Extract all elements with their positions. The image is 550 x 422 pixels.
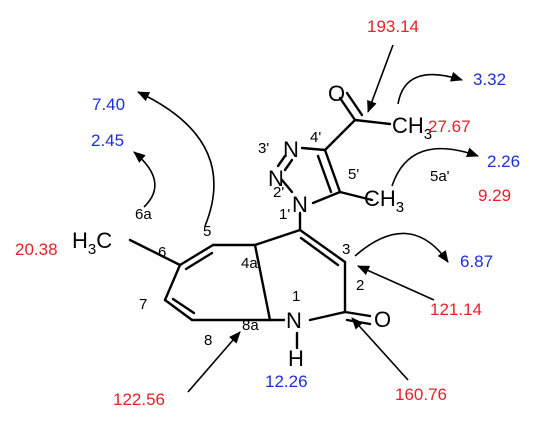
shift-h-7-40: 7.40 (92, 95, 125, 114)
shift-c-121-14: 121.14 (430, 300, 482, 319)
arrow-193-to-acyl (367, 44, 394, 113)
shift-c-193-14: 193.14 (367, 17, 419, 36)
pos-5ap: 5a' (430, 168, 450, 185)
bond-c6-c7 (163, 263, 182, 302)
atom-o-ring: O (374, 307, 391, 332)
triazole-ring (276, 91, 392, 205)
shift-c-122-56: 122.56 (113, 390, 165, 409)
bond-c4a-c4 (253, 228, 302, 247)
shift-c-20-38: 20.38 (15, 240, 58, 259)
bond-n1p-n2p (280, 178, 294, 194)
bond-c4p-acyl (323, 118, 357, 152)
bond-acyl-ch3 (353, 118, 392, 126)
arrow-122-to-c8a (187, 331, 241, 393)
pos-1p: 1' (279, 206, 290, 223)
pos-6: 6 (158, 244, 166, 261)
bond-c4p-c5p-double (316, 154, 333, 194)
bond-c7-c8 (163, 298, 194, 322)
atom-n1: N (286, 308, 302, 333)
arrow-121-to-c3 (357, 265, 435, 301)
pos-2: 2 (356, 277, 364, 294)
pos-8a: 8a (242, 317, 259, 334)
pos-7: 7 (139, 296, 147, 313)
pos-5p: 5' (348, 166, 359, 183)
bond-c2-o (343, 310, 372, 318)
atom-h1: H (288, 346, 304, 371)
carbon-shifts: 193.14 27.67 9.29 20.38 121.14 160.76 12… (15, 17, 511, 409)
atom-o-acetyl: O (328, 81, 345, 106)
pos-3: 3 (342, 241, 350, 258)
atom-n3p: N (283, 137, 299, 162)
shift-c-9-29: 9.29 (478, 186, 511, 205)
arrow-6a-to-2-45 (133, 151, 156, 208)
bond-acyl-o (338, 96, 357, 122)
shift-c-160-76: 160.76 (395, 385, 447, 404)
atom-h3c-6: H3C (72, 228, 112, 258)
pos-5: 5 (203, 223, 211, 240)
shift-h-6-87: 6.87 (460, 252, 493, 271)
bond-c6-ch3 (128, 238, 182, 267)
shift-h-2-26: 2.26 (487, 152, 520, 171)
pos-4a: 4a (241, 255, 258, 272)
arrow-c3-to-6-87 (354, 232, 449, 263)
atom-n2p: N (268, 166, 284, 191)
bond-n3p-c4p (300, 146, 327, 152)
bond-c5p-n1p (311, 190, 342, 205)
bond-c5-c6-inner (184, 251, 214, 271)
arrow-160-to-c2 (351, 317, 409, 381)
bond-c2-n1 (308, 310, 347, 322)
shift-h-3-32: 3.32 (473, 70, 506, 89)
atom-ch3-acetyl: CH3 (392, 113, 432, 143)
position-labels: 1 2 3 4a 5 6 6a 7 8 8a 1' 2' 3' 4' 5' 5a… (135, 129, 450, 349)
shift-c-27-67: 27.67 (428, 117, 471, 136)
bond-c7-c8-inner (171, 297, 196, 315)
atom-n1p: N (292, 192, 308, 217)
pos-6a: 6a (135, 206, 152, 223)
atom-labels: O N H N N N O CH3 CH3 H3C (72, 81, 432, 371)
arrow-c5-to-7-40 (137, 91, 215, 227)
bond-acyl-o-double (345, 91, 364, 117)
bond-n2p-n3p-double (283, 158, 294, 172)
shift-h-2-45: 2.45 (91, 131, 124, 150)
bond-c4-c3 (298, 228, 347, 264)
atom-ch3-5p: CH3 (364, 186, 404, 216)
pos-1: 1 (292, 288, 300, 305)
proton-shifts: 3.32 7.40 2.45 2.26 6.87 12.26 (91, 70, 520, 391)
arrow-acetyl-to-3-32 (397, 71, 463, 105)
bond-c5-c6 (178, 243, 215, 267)
bond-c4-c3-inner (299, 236, 340, 267)
arrow-ch3-5-to-2-26 (391, 147, 479, 187)
bond-c5p-ch3 (338, 190, 374, 202)
quinolinone-core (128, 211, 372, 350)
bond-c2-o-double (345, 318, 372, 326)
shift-h-12-26: 12.26 (265, 372, 308, 391)
pos-4p: 4' (310, 129, 321, 146)
hmbc-arrows (133, 44, 479, 393)
pos-8: 8 (204, 332, 212, 349)
bond-c4p-c5p (323, 148, 342, 194)
pos-2p: 2' (273, 184, 284, 201)
pos-3p: 3' (258, 140, 269, 157)
bond-c8a-c4a (253, 243, 272, 322)
bond-n2p-n3p (276, 154, 287, 168)
